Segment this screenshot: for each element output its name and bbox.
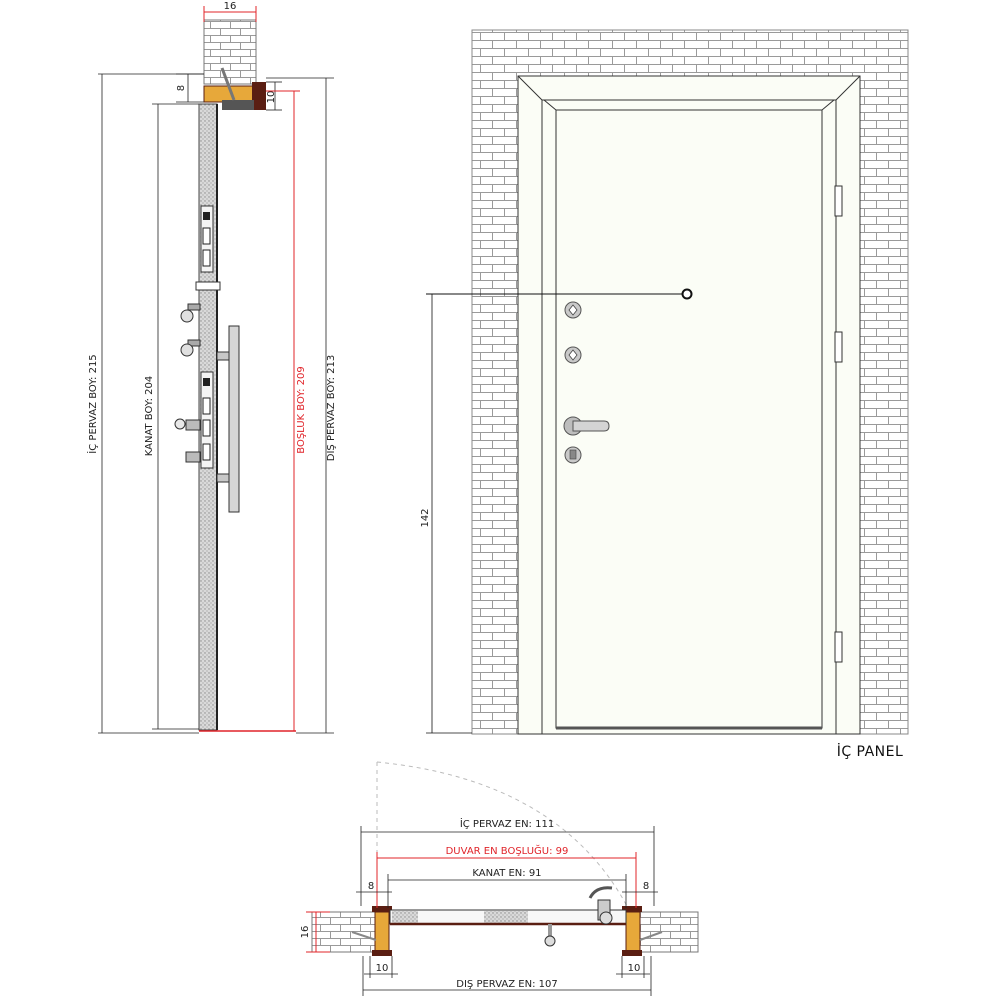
left-frame-wood bbox=[374, 911, 390, 953]
inner-lever-handle bbox=[174, 418, 201, 463]
top-offset-label: 8 bbox=[176, 85, 187, 91]
kanat-boy-label: KANAT BOY: 204 bbox=[144, 376, 155, 456]
front-elevation: 142 İÇ PANEL bbox=[420, 29, 909, 760]
right-frame-wood bbox=[625, 911, 641, 953]
top-wall-brick bbox=[203, 19, 257, 85]
duvar-en-boslugu-label: DUVAR EN BOŞLUĞU: 99 bbox=[446, 844, 569, 857]
plan-knob bbox=[544, 924, 556, 947]
right-gap-label: 8 bbox=[643, 881, 649, 892]
side-section: 16 8 10 bbox=[86, 1, 337, 734]
peephole bbox=[681, 288, 693, 300]
right-frame-label: 10 bbox=[628, 963, 641, 974]
dis-pervaz-en-label: DIŞ PERVAZ EN: 107 bbox=[456, 979, 557, 990]
pull-bar-handle bbox=[216, 325, 240, 513]
ic-pervaz-en-label: İÇ PERVAZ EN: 111 bbox=[460, 817, 554, 830]
handle-escutcheon bbox=[564, 446, 582, 464]
plan-section: İÇ PERVAZ EN: 111 DUVAR EN BOŞLUĞU: 99 K… bbox=[300, 761, 699, 996]
hinge-top bbox=[834, 185, 843, 217]
dis-pervaz-boy-label: DIŞ PERVAZ BOY: 213 bbox=[326, 355, 337, 461]
top-wall-width-label: 16 bbox=[224, 1, 237, 12]
left-gap-label: 8 bbox=[368, 881, 374, 892]
wall-depth-label: 16 bbox=[300, 926, 311, 939]
frame-thickness-label: 10 bbox=[266, 91, 277, 104]
door-leaf bbox=[555, 109, 823, 729]
lower-cylinder bbox=[180, 339, 201, 357]
bosluk-boy-label: BOŞLUK BOY: 209 bbox=[296, 366, 307, 453]
plan-handle bbox=[588, 886, 613, 925]
left-frame-label: 10 bbox=[376, 963, 389, 974]
right-wall-brick bbox=[635, 911, 699, 953]
hinge-bottom bbox=[834, 631, 843, 663]
door-swing-arc bbox=[376, 761, 629, 909]
lever-handle bbox=[563, 416, 610, 436]
left-wall-brick bbox=[311, 911, 379, 953]
lower-lock-rosette bbox=[564, 346, 582, 364]
hinge-middle bbox=[834, 331, 843, 363]
ic-pervaz-boy-label: İÇ PERVAZ BOY: 215 bbox=[86, 354, 99, 453]
ic-panel-caption: İÇ PANEL bbox=[837, 742, 904, 760]
kanat-en-label: KANAT EN: 91 bbox=[472, 868, 541, 879]
top-frame-dark bbox=[252, 82, 266, 110]
top-frame-inner bbox=[222, 100, 254, 110]
upper-lock-rosette bbox=[564, 301, 582, 319]
handle-height-label: 142 bbox=[420, 508, 431, 527]
upper-cylinder bbox=[180, 303, 201, 323]
